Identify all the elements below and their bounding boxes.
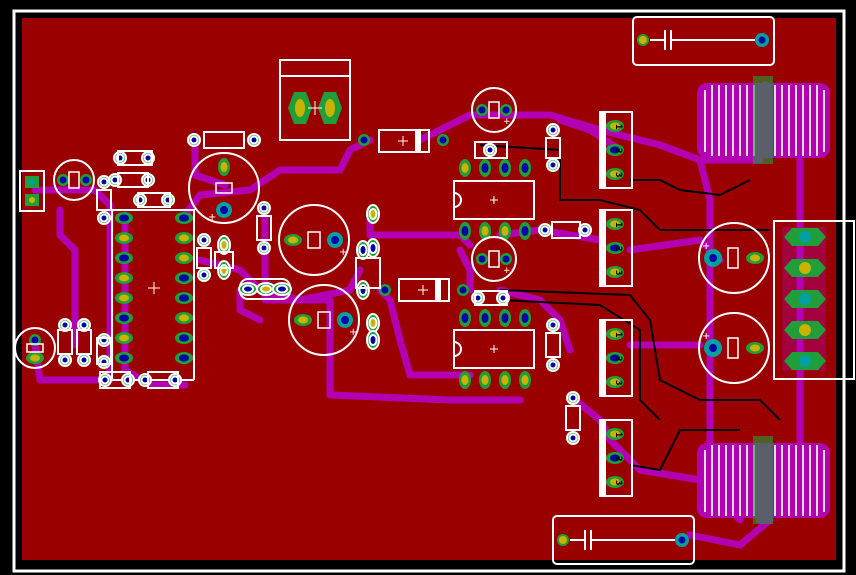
electrolytic-cap-7: [14, 327, 56, 369]
resistors: [57, 123, 592, 445]
regulator-4-pin-3: 3: [613, 480, 623, 485]
heatsink-bottom: [697, 436, 830, 524]
regulator-2: 1 2 3: [599, 209, 633, 287]
electrolytic-cap-4: +: [471, 87, 517, 133]
regulator-2-pin-2: 2: [613, 246, 623, 251]
svg-text:+: +: [339, 247, 347, 258]
diode-top: [358, 129, 449, 153]
electrolytic-cap-3: +: [288, 284, 360, 356]
capacitor-top-right: [632, 16, 775, 66]
electrolytic-cap-6: [53, 159, 95, 201]
regulator-3-pin-2: 2: [613, 356, 623, 361]
ic-top: [453, 159, 535, 240]
svg-text:+: +: [702, 241, 710, 252]
regulator-4-pin-1: 1: [613, 432, 623, 437]
electrolytic-cap-out-1: +: [698, 222, 770, 294]
output-connector: [773, 220, 855, 380]
regulator-1: 1 2 3: [599, 111, 633, 189]
regulator-1-pin-2: 2: [613, 148, 623, 153]
regulator-1-pin-3: 3: [613, 172, 623, 177]
svg-text:+: +: [503, 266, 511, 276]
ic-bottom: [453, 309, 535, 389]
regulator-2-pin-3: 3: [613, 270, 623, 275]
electrolytic-cap-out-2: +: [698, 312, 770, 384]
regulator-2-pin-1: 1: [613, 222, 623, 227]
svg-text:+: +: [349, 327, 357, 338]
svg-text:+: +: [208, 212, 216, 223]
regulator-3: 1 2 3: [599, 319, 633, 397]
regulator-4: 1 2 3: [599, 419, 633, 497]
electrolytic-cap-2: +: [278, 204, 350, 276]
electrolytic-cap-1: +: [188, 152, 260, 224]
screw-terminal-top: [279, 59, 351, 141]
svg-text:+: +: [702, 331, 710, 342]
electrolytic-cap-5: +: [471, 236, 517, 282]
mcu-dip: [111, 209, 195, 381]
svg-text:+: +: [503, 117, 511, 127]
regulator-3-pin-1: 1: [613, 332, 623, 337]
heatsink-top: [697, 76, 830, 164]
regulator-4-pin-2: 2: [613, 456, 623, 461]
regulator-1-pin-1: 1: [613, 124, 623, 129]
board-outline: [12, 9, 846, 573]
capacitor-bottom: [552, 515, 695, 565]
input-connector: [19, 170, 45, 212]
regulator-3-pin-3: 3: [613, 380, 623, 385]
diode-middle: [379, 278, 469, 302]
